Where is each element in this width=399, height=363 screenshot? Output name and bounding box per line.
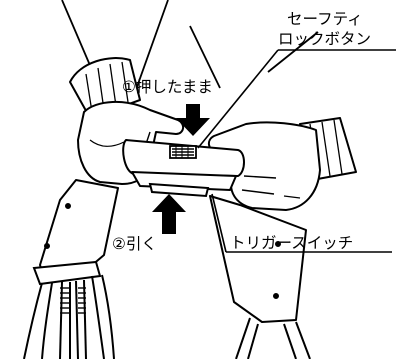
trigger-switch — [148, 182, 210, 198]
cord-coils — [60, 287, 86, 314]
safety-lock-button — [169, 145, 197, 159]
right-lower-tube — [235, 317, 311, 360]
safety-lock-label-line1: セーフティ — [287, 10, 363, 28]
leader-lines — [197, 49, 396, 253]
right-lower-frame — [209, 195, 307, 323]
step1-label: ①押したまま — [122, 78, 213, 96]
trigger-switch-label: トリガースイッチ — [230, 234, 353, 252]
step2-label: ②引く — [112, 235, 157, 253]
pull-arrow-up-icon — [152, 194, 186, 234]
press-arrow-down-icon — [176, 104, 210, 136]
left-grip-bottom — [32, 260, 102, 286]
safety-lock-label-line2: ロックボタン — [278, 30, 371, 48]
